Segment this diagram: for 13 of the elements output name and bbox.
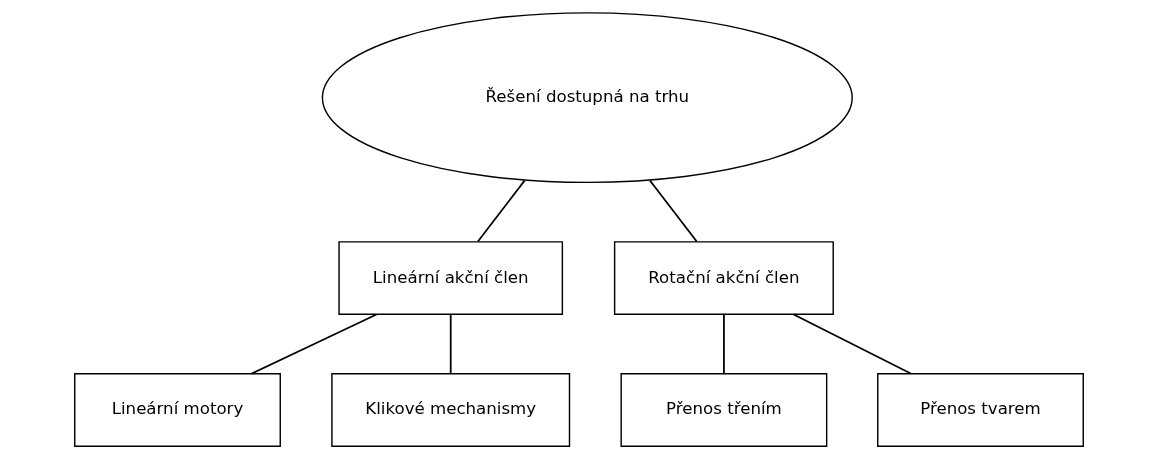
connector	[649, 179, 698, 243]
node-ellipse: Řešení dostupná na trhu	[321, 12, 853, 184]
node-box: Rotační akční člen	[613, 241, 834, 316]
connector	[792, 313, 912, 375]
connector	[723, 313, 725, 375]
node-box: Přenos tvarem	[877, 373, 1084, 447]
node-box: Lineární akční člen	[338, 241, 564, 316]
connector	[477, 179, 526, 243]
connector	[449, 313, 452, 375]
connector	[250, 313, 378, 375]
node-box: Lineární motory	[74, 373, 281, 447]
node-box: Klikové mechanismy	[331, 373, 571, 447]
node-box: Přenos třením	[620, 373, 828, 447]
